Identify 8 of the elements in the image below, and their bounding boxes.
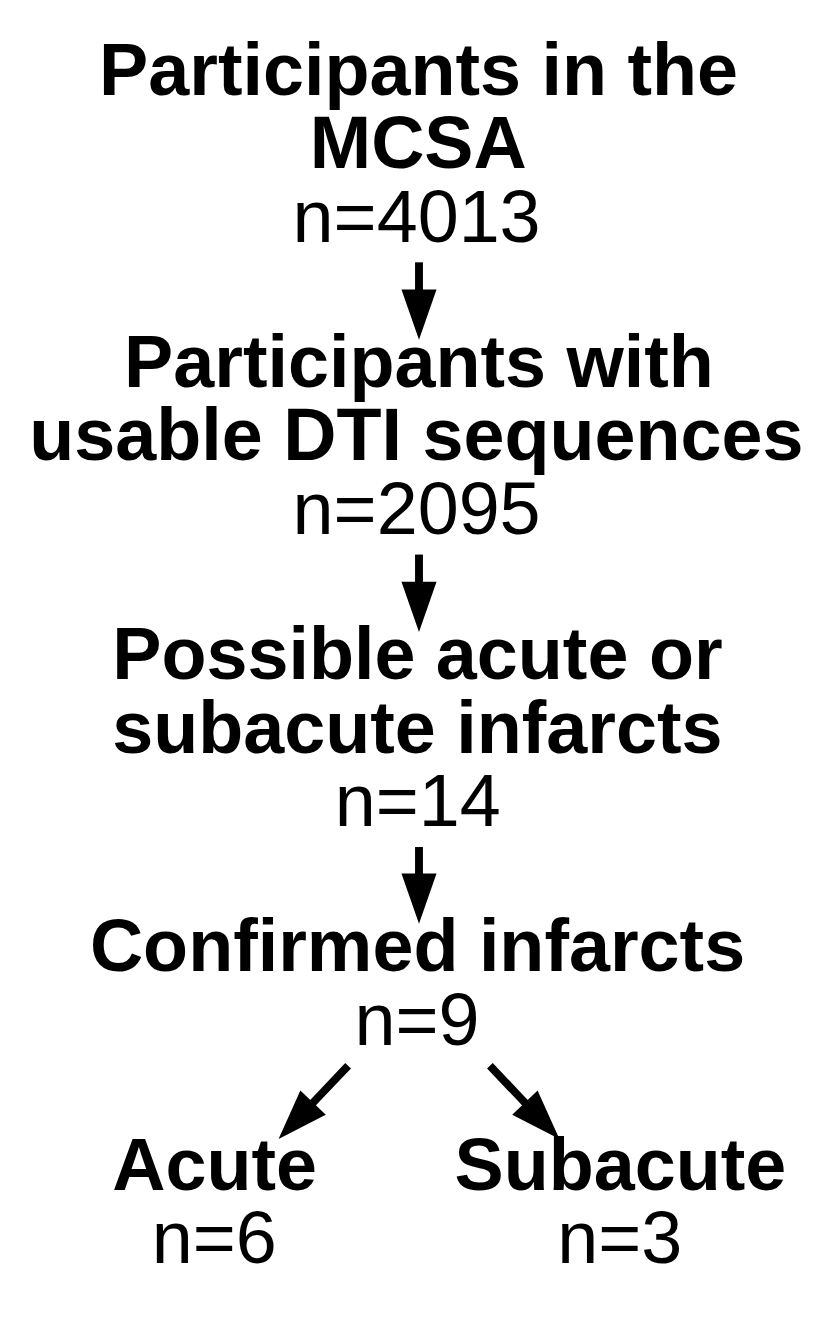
node-text: Possible acute or subacute infarcts n=14 [112, 611, 723, 843]
node-text: Participants with usable DTI sequences n=2095 [29, 319, 804, 551]
node-text: Participants in the MCSA n=4013 [99, 27, 739, 258]
node-text: Confirmed infarcts n=9 [89, 904, 746, 1061]
arrow [278, 1063, 351, 1139]
node-text: Acute n=6 [112, 1122, 318, 1280]
arrow [487, 1063, 560, 1139]
node-text: Subacute n=3 [454, 1122, 787, 1280]
